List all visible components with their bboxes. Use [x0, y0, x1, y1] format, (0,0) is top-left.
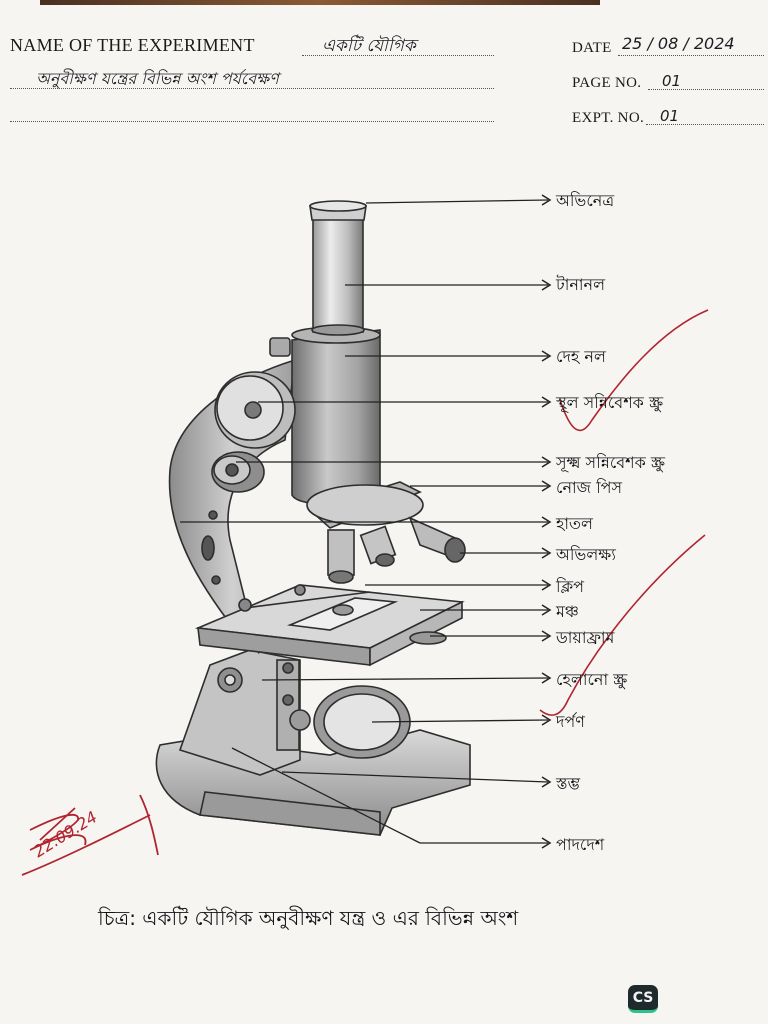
clip-screw: [238, 598, 252, 612]
date-underline: [618, 55, 764, 56]
experiment-title-underline-1: [302, 55, 494, 56]
part-label-nosepiece: নোজ পিস: [556, 478, 623, 497]
objective-lenses: [327, 516, 466, 584]
part-label-eyepiece: অভিনেত্র: [556, 191, 615, 210]
part-label-base: পাদদেশ: [556, 835, 605, 854]
expt-no-underline: [646, 124, 764, 125]
diaphragm-shape: [409, 631, 447, 645]
page-no-label: PAGE NO.: [572, 75, 642, 91]
experiment-name-label: NAME OF THE EXPERIMENT: [10, 35, 255, 55]
experiment-title-underline-2: [10, 88, 494, 89]
draw-tube-shape: [312, 211, 364, 333]
expt-no-label: EXPT. NO.: [572, 110, 645, 126]
base-front-edge: [199, 791, 381, 836]
part-label-diaphragm: ডায়াফ্রাম: [556, 628, 615, 647]
part-label-inclination-screw: হেলানো স্ক্রু: [556, 670, 628, 689]
signature-scribble: [21, 794, 159, 876]
part-label-body-tube: দেহ নল: [556, 347, 606, 366]
experiment-title-line2: অনুবীক্ষণ যন্ত্রের বিভিন্ন অংশ পর্যবেক্ষ…: [36, 69, 279, 88]
part-label-pillar: স্তম্ভ: [556, 774, 581, 793]
camscanner-badge: CS: [628, 985, 658, 1013]
part-label-mirror: দর্পণ: [556, 712, 585, 731]
part-label-clip: ক্লিপ: [556, 577, 584, 596]
top-edge-band: [40, 0, 600, 5]
expt-no-value: 01: [660, 107, 680, 125]
figure-caption: চিত্র: একটি যৌগিক অনুবীক্ষণ যন্ত্র ও এর …: [98, 906, 519, 930]
part-label-objective: অভিলক্ষ্য: [556, 545, 616, 564]
teacher-tick-marks: [539, 309, 709, 716]
arm-hole: [201, 535, 215, 561]
part-label-stage: মঞ্চ: [556, 602, 579, 621]
experiment-title-underline-3: [10, 121, 494, 122]
page-no-value: 01: [662, 72, 682, 90]
date-label: DATE: [572, 40, 612, 56]
experiment-title-line1: একটি যৌগিক: [322, 36, 416, 56]
page-no-underline: [648, 89, 764, 90]
part-label-fine-adjustment: সূক্ষ্ম সন্নিবেশক স্ক্রু: [556, 453, 666, 472]
part-label-arm: হাতল: [556, 514, 593, 533]
date-value: 25 / 08 / 2024: [622, 34, 735, 53]
leader-lines: [180, 199, 549, 844]
part-label-draw-tube: টানানল: [556, 275, 606, 294]
part-label-coarse-adjustment: স্থূল সন্নিবেশক স্ক্রু: [556, 393, 664, 412]
